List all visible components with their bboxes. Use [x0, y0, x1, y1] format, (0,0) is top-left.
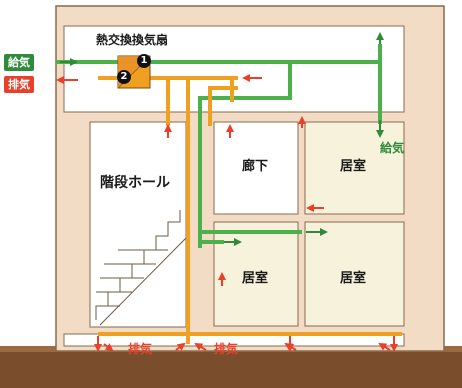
- supply-arrows: [60, 32, 384, 246]
- upper-room-area: [304, 121, 405, 215]
- supply-room-label: 給気: [380, 141, 405, 155]
- exhaust-bottom-right-label: 排気: [214, 342, 239, 356]
- corridor-label: 廊下: [242, 159, 269, 174]
- lower-left-room-label: 居室: [242, 271, 269, 286]
- ground: [0, 346, 462, 388]
- exhaust-arrow-bottom-center: [175, 342, 186, 351]
- marker-1: 1: [137, 54, 151, 68]
- exhaust-arrow-bottom-center2: [194, 342, 207, 351]
- exhaust-arrow-bottom-far-right: [378, 342, 391, 351]
- exhaust-arrow-bottom-right: [284, 342, 297, 351]
- supply-in-badge: 給気: [4, 54, 34, 71]
- stair-hall-area: [89, 121, 187, 328]
- exhaust-bottom-left-label: 排気: [128, 342, 153, 356]
- exhaust-arrow-bottom-left: [103, 343, 114, 352]
- lower-right-room-label: 居室: [340, 271, 367, 286]
- exhaust-out-badge: 排気: [4, 76, 34, 93]
- exhaust-ducts: [98, 76, 402, 344]
- lower-right-room-area: [304, 221, 405, 327]
- exhaust-arrows: [56, 74, 398, 352]
- staircase: [95, 210, 187, 326]
- marker-2: 2: [117, 70, 131, 84]
- lower-left-room-area: [213, 221, 299, 327]
- stair-hall-label: 階段ホール: [100, 175, 170, 191]
- upper-room-label: 居室: [340, 159, 367, 174]
- corridor-area: [213, 121, 299, 215]
- unit-label: 熱交換換気扇: [96, 33, 169, 47]
